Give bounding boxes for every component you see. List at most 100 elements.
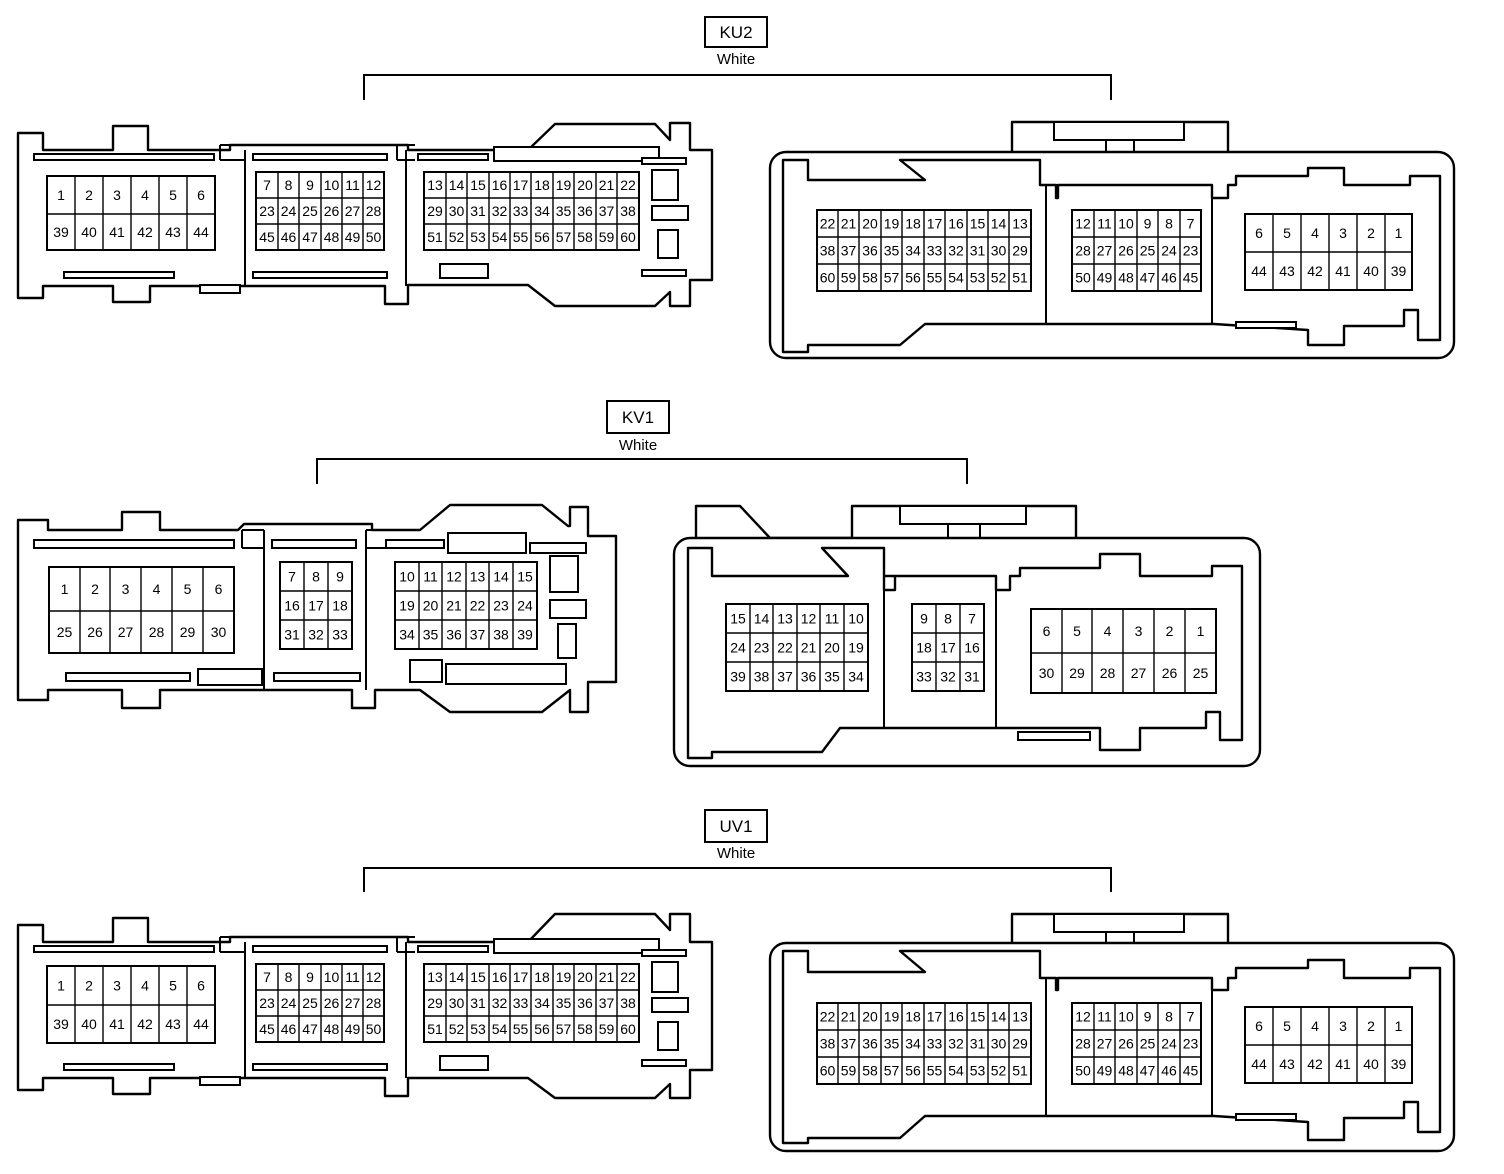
housing-slot [651, 169, 679, 201]
pin-label: 6 [1255, 225, 1263, 241]
pin-label: 16 [948, 216, 964, 232]
pin-label: 17 [940, 640, 956, 656]
pin-label: 57 [556, 229, 572, 245]
lock-slot [1105, 931, 1135, 944]
pin-label: 15 [970, 1009, 986, 1025]
pin-label: 39 [53, 224, 69, 240]
housing-slot [252, 271, 388, 279]
pin-label: 8 [285, 969, 293, 985]
pin-label: 35 [423, 627, 439, 643]
pin-label: 55 [927, 270, 943, 286]
housing-slot [417, 945, 489, 953]
pin-label: 25 [1193, 665, 1209, 681]
pin-label: 33 [916, 669, 932, 685]
housing-slot [63, 271, 175, 279]
pin-label: 29 [427, 995, 443, 1011]
pin-label: 25 [57, 624, 73, 640]
pin-label: 27 [1131, 665, 1147, 681]
connector-color: White [717, 51, 755, 68]
pin-label: 24 [281, 995, 297, 1011]
pin-label: 37 [841, 243, 857, 259]
pin-grid-frame [911, 603, 985, 692]
pin-label: 53 [470, 1021, 486, 1037]
pin-label: 42 [1307, 1056, 1323, 1072]
pin-label: 8 [944, 611, 952, 627]
pin-label: 35 [884, 243, 900, 259]
housing-slot [1235, 321, 1297, 329]
pin-label: 21 [841, 216, 857, 232]
pin-label: 39 [1391, 1056, 1407, 1072]
pin-label: 11 [423, 569, 438, 585]
pin-label: 46 [1161, 270, 1177, 286]
pin-label: 21 [841, 1009, 857, 1025]
pin-label: 56 [905, 1063, 921, 1079]
connector-name-box [606, 400, 670, 434]
pin-label: 49 [1097, 1063, 1113, 1079]
lock-slot [1105, 139, 1135, 153]
pin-label: 33 [927, 243, 943, 259]
pin-label: 60 [620, 1021, 636, 1037]
pin-label: 37 [599, 995, 615, 1011]
pin-label: 3 [1339, 1018, 1347, 1034]
pin-label: 47 [1140, 1063, 1156, 1079]
pin-label: 2 [85, 978, 93, 994]
pin-label: 31 [964, 669, 980, 685]
pin-label: 26 [87, 624, 103, 640]
pin-label: 45 [1183, 270, 1199, 286]
pin-label: 58 [862, 270, 878, 286]
housing-slot [529, 542, 587, 554]
pin-label: 21 [446, 598, 462, 614]
lock-slot [947, 523, 981, 539]
pin-label: 4 [1311, 1018, 1319, 1034]
pin-label: 59 [841, 270, 857, 286]
pin-label: 24 [1161, 243, 1177, 259]
housing-slot [417, 153, 489, 161]
pin-label: 56 [905, 270, 921, 286]
pin-label: 60 [620, 229, 636, 245]
pin-label: 17 [513, 969, 529, 985]
pin-label: 19 [556, 177, 572, 193]
housing-slot [33, 539, 235, 549]
housing-slot [385, 539, 445, 549]
pin-label: 5 [1283, 225, 1291, 241]
pin-label: 11 [1097, 1009, 1112, 1025]
pin-label: 23 [754, 640, 770, 656]
pin-label: 19 [556, 969, 572, 985]
pin-label: 52 [991, 1063, 1007, 1079]
pin-label: 30 [991, 1036, 1007, 1052]
pin-label: 49 [345, 1021, 361, 1037]
pin-label: 38 [620, 995, 636, 1011]
pin-label: 22 [620, 969, 636, 985]
pin-label: 23 [259, 995, 275, 1011]
pin-label: 5 [1073, 623, 1081, 639]
housing-slot [33, 153, 215, 161]
pin-label: 58 [577, 1021, 593, 1037]
pairing-bracket [363, 74, 1112, 100]
housing-slot [199, 1076, 241, 1086]
pin-label: 46 [281, 1021, 297, 1037]
pin-label: 46 [281, 229, 297, 245]
pin-label: 26 [1118, 243, 1134, 259]
pin-label: 21 [599, 177, 615, 193]
pin-label: 26 [1118, 1036, 1134, 1052]
pin-label: 7 [1187, 216, 1195, 232]
pin-label: 19 [884, 216, 900, 232]
pin-label: 1 [1395, 225, 1403, 241]
pin-label: 29 [180, 624, 196, 640]
pin-label: 34 [534, 995, 550, 1011]
pin-label: 51 [1012, 1063, 1028, 1079]
pin-label: 13 [1012, 1009, 1028, 1025]
pin-label: 11 [345, 177, 360, 193]
pin-label: 38 [620, 203, 636, 219]
